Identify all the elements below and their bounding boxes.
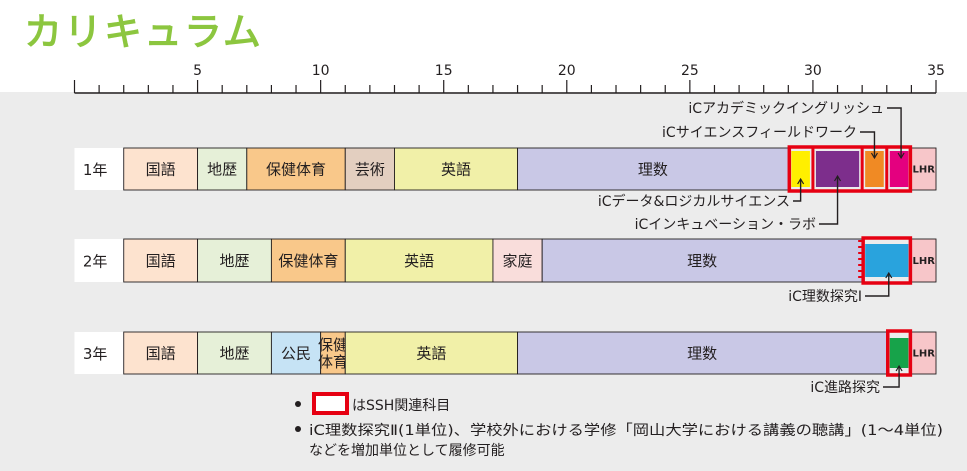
subject-label: 公民 <box>281 344 311 362</box>
subject-block <box>197 238 272 283</box>
subject-label: 理数 <box>687 344 717 362</box>
subject-block <box>123 331 199 375</box>
ssh-subject-block <box>865 244 909 277</box>
callouts: iCアカデミックイングリッシュ iCサイエンスフィールドワーク iCデータ&ロジカル… <box>598 100 905 396</box>
subject-label: 国語 <box>146 160 176 178</box>
subject-label: 保健体育 <box>266 160 326 178</box>
note-line: などを増加単位として履修可能 <box>309 443 505 459</box>
callout: iC進路探究 <box>810 364 903 396</box>
ssh-legend-swatch <box>312 392 349 415</box>
ruler-label: 5 <box>193 63 202 79</box>
subject-block <box>197 331 272 375</box>
callout-label: iCアカデミックイングリッシュ <box>688 100 884 117</box>
callout-line <box>865 273 890 297</box>
subject-block <box>344 147 395 191</box>
year-row: 2年 国語 地歴 保健体育 英語 家庭 理数 LHR <box>74 236 937 285</box>
subject-block <box>270 238 346 283</box>
ssh-subject-block <box>791 151 810 187</box>
ruler-label: 25 <box>681 63 699 79</box>
subject-label: 保健体育 <box>278 252 338 270</box>
bullet <box>295 426 301 432</box>
callout-arrowhead <box>885 271 893 279</box>
ruler-label: 15 <box>435 63 453 79</box>
subject-block <box>270 331 322 375</box>
unit-ruler: 5 10 15 20 25 30 35 <box>73 63 945 94</box>
subject-label: 理数 <box>638 160 668 178</box>
year-label: 2年 <box>83 253 108 271</box>
subject-label: LHR <box>912 256 935 267</box>
callout-label: iC進路探究 <box>810 380 880 396</box>
callout: iCアカデミックイングリッシュ <box>688 100 905 160</box>
ruler-label: 20 <box>558 63 576 79</box>
subject-label: 国語 <box>146 252 176 270</box>
callout-line <box>819 176 839 225</box>
ssh-frame <box>861 236 913 285</box>
subject-label: 国語 <box>146 344 176 362</box>
callout-arrowhead <box>870 152 878 160</box>
callout-arrowhead <box>834 174 842 182</box>
ssh-subject-block <box>889 338 909 368</box>
subject-label: LHR <box>912 349 935 360</box>
subject-label: 理数 <box>687 252 717 270</box>
subject-label: 家庭 <box>503 252 533 270</box>
callout-label: iCサイエンスフィールドワーク <box>662 125 857 141</box>
callout-label: iCインキュベーション・ラボ <box>635 217 816 233</box>
subject-block <box>517 331 888 375</box>
subject-block <box>541 238 863 283</box>
subject-block <box>246 147 346 191</box>
page-title: カリキュラム <box>24 10 263 54</box>
callout-arrowhead <box>897 152 905 160</box>
bullet <box>295 401 301 407</box>
subject-label: 英語 <box>404 252 434 270</box>
year-label-cell <box>74 239 124 282</box>
callout: iCサイエンスフィールドワーク <box>662 125 878 160</box>
callout: iCインキュベーション・ラボ <box>635 174 842 233</box>
subject-block <box>394 147 519 191</box>
year-row: 3年 国語 地歴 公民保健体育 英語 理数 LHR <box>74 329 937 377</box>
callout-label: iCデータ&ロジカルサイエンス <box>598 193 790 210</box>
callout-label: iC理数探究Ⅰ <box>788 289 862 305</box>
callout: iCデータ&ロジカルサイエンス <box>598 177 805 210</box>
ssh-subject-block <box>865 151 884 187</box>
subject-block <box>910 331 937 375</box>
note-line: iC理数探究Ⅱ(1単位)、学校外における学修「岡山大学における講義の聴講」(1〜… <box>309 422 943 439</box>
subject-block <box>344 331 519 375</box>
year-label-cell <box>74 332 124 374</box>
subject-label: 英語 <box>416 344 446 362</box>
year-label: 1年 <box>83 161 108 179</box>
year-label: 3年 <box>83 345 108 363</box>
subject-block <box>344 238 494 283</box>
subject-label: 地歴 <box>219 252 249 270</box>
year-label-cell <box>74 148 124 190</box>
callout-arrowhead <box>797 177 805 185</box>
legend-text: はSSH関連科目 <box>352 398 450 414</box>
subject-block <box>320 331 346 375</box>
subject-label: 芸術 <box>355 160 385 178</box>
callout-line <box>793 179 802 202</box>
subject-label: 地歴 <box>207 160 237 178</box>
ruler-label: 35 <box>927 63 945 79</box>
subject-block <box>197 147 248 191</box>
ssh-subject-block <box>889 151 909 187</box>
subject-label: 地歴 <box>219 344 249 362</box>
notes: はSSH関連科目 iC理数探究Ⅱ(1単位)、学校外における学修「岡山大学における講… <box>295 392 943 459</box>
ruler-label: 10 <box>312 63 330 79</box>
callout-line <box>883 366 900 388</box>
callout-line <box>887 107 902 158</box>
subject-label: 英語 <box>441 160 471 178</box>
subject-block <box>517 147 789 191</box>
subject-label: 保健体育 <box>318 336 348 371</box>
callout: iC理数探究Ⅰ <box>788 271 893 305</box>
ruler-label: 30 <box>804 63 822 79</box>
callout-arrowhead <box>895 364 903 372</box>
year-row: 1年 国語 地歴 保健体育 芸術 英語 理数 LHR <box>74 145 937 193</box>
subject-label: LHR <box>912 165 935 176</box>
callout-line <box>860 131 876 158</box>
subject-block <box>910 147 937 191</box>
ssh-frame <box>787 145 913 193</box>
